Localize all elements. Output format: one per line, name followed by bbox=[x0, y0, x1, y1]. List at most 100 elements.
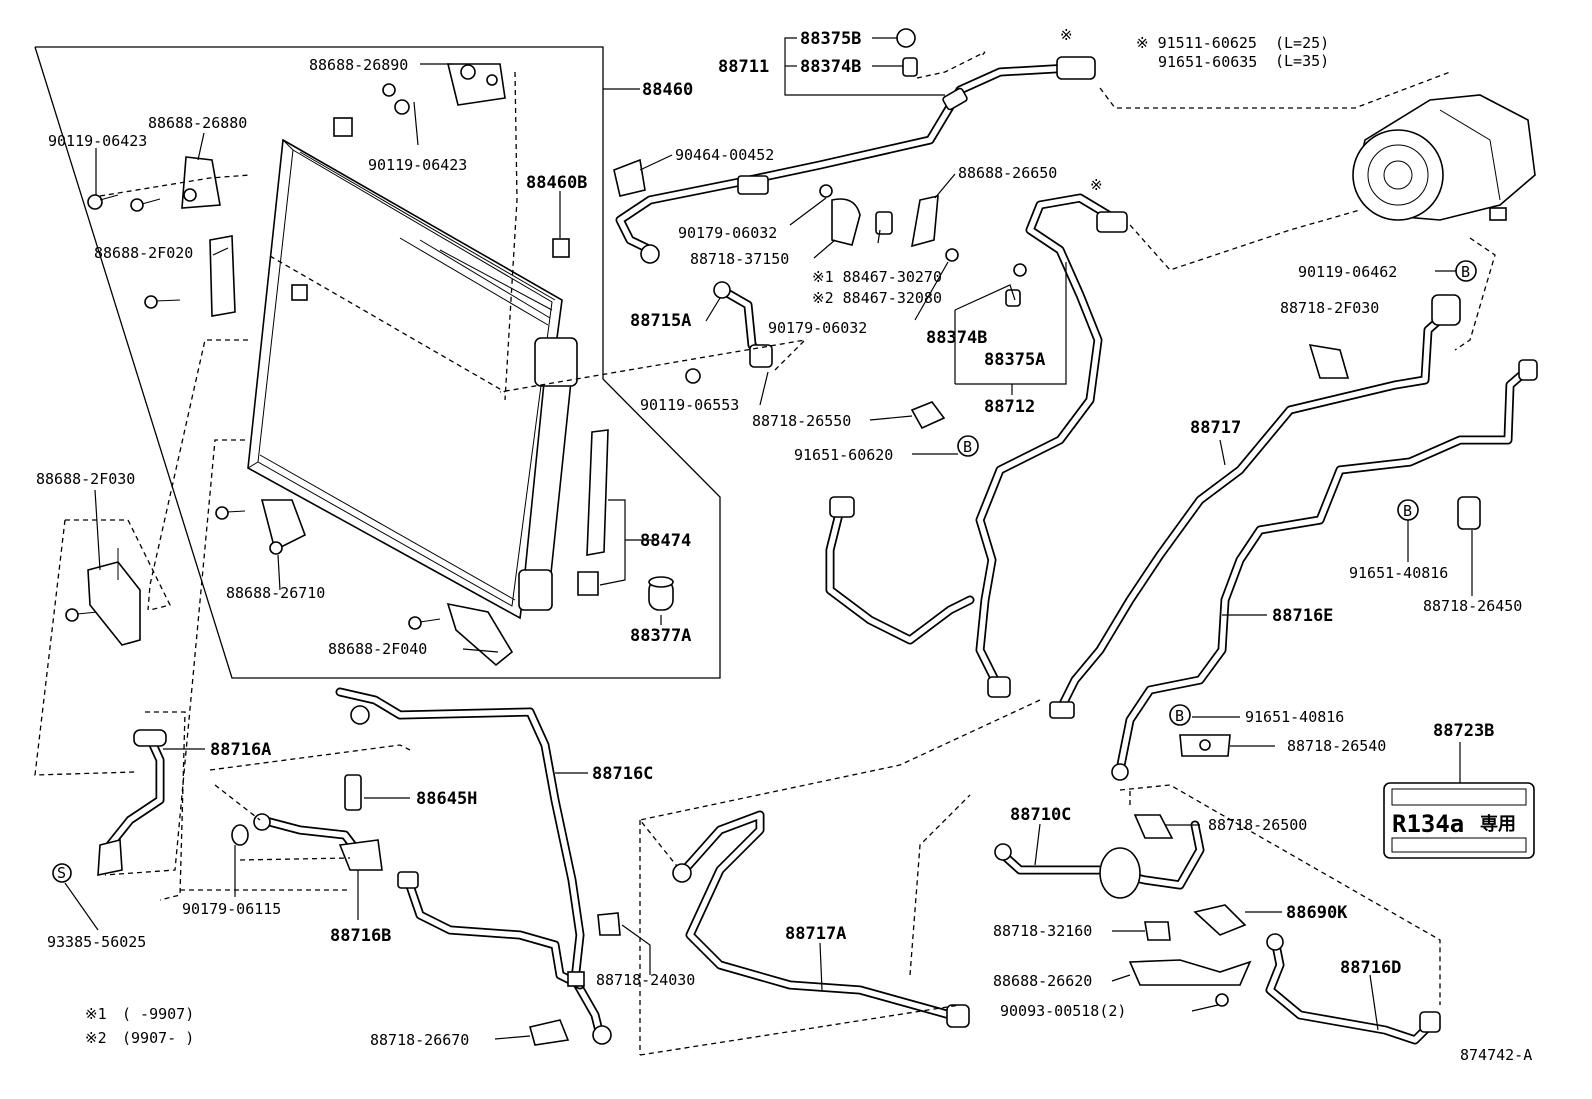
clamp-88718-26670 bbox=[529, 1019, 570, 1046]
label-88688-26890: 88688-26890 bbox=[309, 56, 408, 74]
label-88718-26450: 88718-26450 bbox=[1423, 597, 1522, 615]
clamp-88718-37150 bbox=[819, 184, 861, 246]
label-88718-26670: 88718-26670 bbox=[370, 1031, 469, 1049]
clamp-88718-26550 bbox=[910, 401, 946, 430]
star-marks: ※ ※ bbox=[1060, 26, 1103, 194]
label-91651-60635: 91651-60635 bbox=[1158, 53, 1257, 71]
fittings-88374B-88375A bbox=[1005, 263, 1027, 307]
clip-88460B bbox=[291, 117, 570, 301]
label-88718-32160: 88718-32160 bbox=[993, 922, 1092, 940]
label-88710C: 88710C bbox=[1010, 805, 1071, 825]
pipe-88717A bbox=[672, 810, 970, 1028]
label-90179-06032-a: 90179-06032 bbox=[678, 224, 777, 242]
label-88377A: 88377A bbox=[630, 626, 691, 646]
label-88711: 88711 bbox=[718, 57, 769, 77]
svg-text:B: B bbox=[1403, 502, 1412, 520]
hose-88711 bbox=[615, 56, 1096, 264]
label-88716A: 88716A bbox=[210, 740, 271, 760]
label-88375B: 88375B bbox=[800, 29, 861, 49]
label-88718-37150: 88718-37150 bbox=[690, 250, 789, 268]
svg-text:※: ※ bbox=[1090, 176, 1103, 194]
label-88716C: 88716C bbox=[592, 764, 653, 784]
pipe-88716A bbox=[97, 729, 167, 876]
note-2-mark: ※2 bbox=[85, 1029, 107, 1047]
label-88717A: 88717A bbox=[785, 924, 846, 944]
switch-88718-26450 bbox=[1457, 496, 1481, 530]
label-90179-06115: 90179-06115 bbox=[182, 900, 281, 918]
pipe-88716D bbox=[1265, 933, 1441, 1045]
label-88467-32080: ※2 88467-32080 bbox=[812, 289, 942, 307]
label-91651-40816-b: 91651-40816 bbox=[1245, 708, 1344, 726]
label-90119-06553: 90119-06553 bbox=[640, 396, 739, 414]
label-91651-40816-a: 91651-40816 bbox=[1349, 564, 1448, 582]
label-88688-26620: 88688-26620 bbox=[993, 972, 1092, 990]
bracket-88688-2F030 bbox=[87, 548, 141, 646]
bracket-88688-26890 bbox=[446, 63, 506, 106]
label-88688-2F040: 88688-2F040 bbox=[328, 640, 427, 658]
label-88718-26500: 88718-26500 bbox=[1208, 816, 1307, 834]
bracket-88688-26650 bbox=[910, 194, 959, 262]
label-88715A: 88715A bbox=[630, 311, 691, 331]
label-88712: 88712 bbox=[984, 397, 1035, 417]
clamp-88718-24030 bbox=[597, 912, 621, 936]
label-91651-60620: 91651-60620 bbox=[794, 446, 893, 464]
label-88460B: 88460B bbox=[526, 173, 587, 193]
fitting-88375B bbox=[896, 28, 918, 77]
svg-text:B: B bbox=[963, 438, 972, 456]
label-88688-26710: 88688-26710 bbox=[226, 584, 325, 602]
label-90179-06032-b: 90179-06032 bbox=[768, 319, 867, 337]
clamp-90464-00452 bbox=[613, 158, 646, 197]
pipe-88716C-lower bbox=[397, 871, 585, 990]
label-88374B-top: 88374B bbox=[800, 57, 861, 77]
clamp-88718-26500 bbox=[1133, 814, 1174, 839]
hose-88716E bbox=[1111, 359, 1538, 781]
part-labels: 88375B 88711 88374B ※ 91511-60625 (L=25)… bbox=[36, 29, 1522, 1049]
valve-88467 bbox=[875, 211, 893, 235]
label-88690K: 88690K bbox=[1286, 903, 1348, 923]
bracket-88688-2F040 bbox=[446, 602, 514, 667]
label-88467-30270: ※1 88467-30270 bbox=[812, 268, 942, 286]
label-88375A: 88375A bbox=[984, 350, 1045, 370]
label-90119-06423-a: 90119-06423 bbox=[48, 132, 147, 150]
label-90119-06462: 90119-06462 bbox=[1298, 263, 1397, 281]
circle-S-label: S bbox=[57, 864, 66, 882]
hose-88712 bbox=[975, 193, 1128, 698]
leader-lines bbox=[64, 37, 1473, 1040]
bracket-88688-26620 bbox=[1128, 959, 1252, 1007]
label-88718-26550: 88718-26550 bbox=[752, 412, 851, 430]
label-88717: 88717 bbox=[1190, 418, 1241, 438]
svg-text:B: B bbox=[1461, 263, 1470, 281]
clamp-88718-2F030 bbox=[1308, 343, 1350, 379]
note-2-text: (9907- ) bbox=[122, 1029, 194, 1047]
circle-S bbox=[52, 863, 72, 883]
oring-90179-06115 bbox=[231, 824, 249, 846]
label-88716D: 88716D bbox=[1340, 958, 1401, 978]
label-L25: (L=25) bbox=[1275, 34, 1329, 52]
label-88645H: 88645H bbox=[416, 789, 477, 809]
label-88374B: 88374B bbox=[926, 328, 987, 348]
figure-id: 874742-A bbox=[1460, 1046, 1532, 1064]
label-88718-2F030: 88718-2F030 bbox=[1280, 299, 1379, 317]
bracket-88688-2F020 bbox=[209, 235, 236, 317]
sensor-88645H bbox=[344, 774, 362, 811]
caution-dedicated: 専用 bbox=[1480, 813, 1516, 835]
svg-text:※: ※ bbox=[1060, 26, 1073, 44]
hose-88715A bbox=[713, 281, 773, 368]
seal-88474 bbox=[577, 429, 609, 596]
bracket-88688-26880 bbox=[181, 156, 221, 209]
bolt-icon bbox=[65, 83, 701, 630]
condenser-core bbox=[247, 138, 578, 620]
label-88460: 88460 bbox=[642, 80, 693, 100]
clamp-88718-32160 bbox=[1144, 921, 1171, 941]
bracket-88690K bbox=[1193, 904, 1247, 936]
footnotes: ※1 ( -9907) ※2 (9907- ) bbox=[85, 1005, 194, 1047]
label-88474: 88474 bbox=[640, 531, 691, 551]
condenser-group-outline bbox=[34, 46, 721, 679]
pipe-88710C bbox=[994, 820, 1205, 899]
label-88688-26650: 88688-26650 bbox=[958, 164, 1057, 182]
label-88723B: 88723B bbox=[1433, 721, 1494, 741]
caution-refrigerant: R134a bbox=[1392, 810, 1464, 838]
label-88688-2F030: 88688-2F030 bbox=[36, 470, 135, 488]
label-90093-00518: 90093-00518(2) bbox=[1000, 1002, 1126, 1020]
